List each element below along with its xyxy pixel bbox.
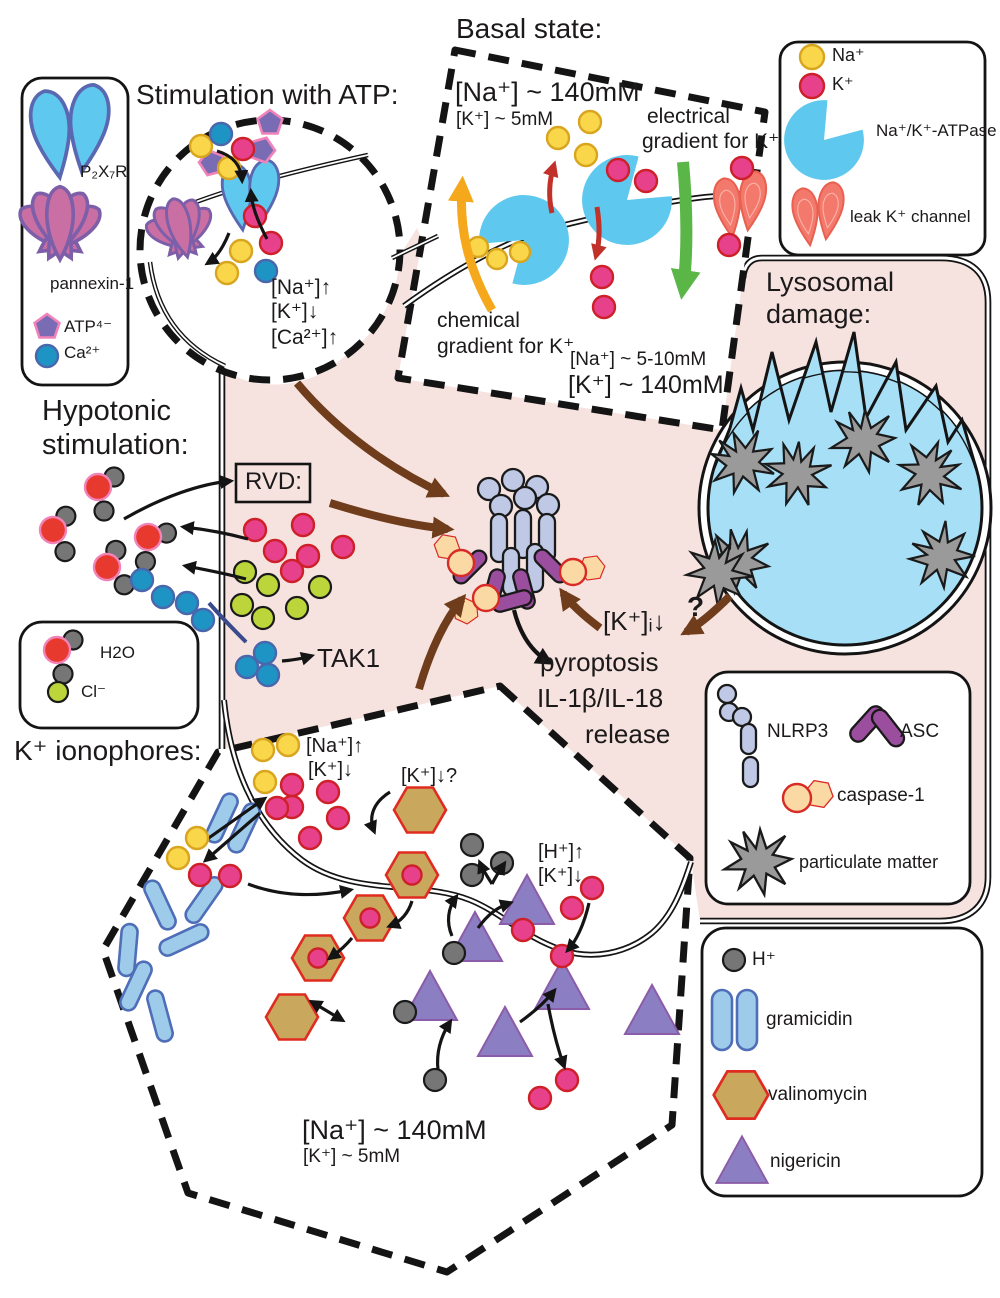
title-lysosomal-1: Lysosomal [766,267,895,297]
release-label: release [585,719,671,749]
atp-ca-up: [Ca²⁺]↑ [271,326,339,349]
arrow-lysosome-to-kdown [680,593,733,636]
title-basal-state: Basal state: [456,13,603,44]
na-icon [798,43,826,71]
ionophore-na-k-ions [165,732,351,889]
pump-k-arrow [591,206,607,261]
activation-arrows [293,380,733,691]
caspase1-icon [781,778,836,814]
legend-inflammasome-box [704,670,972,906]
legend-nlrp3-label: NLRP3 [767,721,829,742]
basal-ions [466,109,755,320]
legend-na-label: Na⁺ [832,45,865,65]
iono-k-out: [K⁺] ~ 5mM [303,1146,401,1167]
iono-na-out: [Na⁺] ~ 140mM [302,1115,487,1145]
basal-electrical-1: electrical [647,105,730,128]
legend-ionophores-box [700,926,984,1198]
nlrp3-oligomer [476,467,561,598]
nigericin-k-ions [510,875,605,1111]
basal-state-panel [394,46,769,434]
atp-na-up: [Na⁺]↑ [271,276,332,299]
legend-nigericin-label: nigericin [770,1151,841,1172]
gramicidin-icon [710,988,759,1052]
basal-chemical-1: chemical [437,309,520,332]
arrow-ionophores-to-inflammasome [415,593,467,691]
arrow-rvd-to-inflammasome [328,499,455,539]
h-icon [721,947,747,973]
legend-ions-box [767,40,987,257]
legend-particulate-label: particulate matter [799,852,939,872]
nigericin-arrows [435,859,591,1071]
iono-k-down2: [K⁺]↓ [538,865,584,887]
caspase1-molecules [431,533,608,628]
legend-asc-label: ASC [900,721,940,742]
water-molecules [34,466,180,604]
legend-p2x7r-label: P₂X₇R [80,162,128,181]
chemical-gradient-arrow [447,175,496,313]
legend-atpase-label: Na⁺/K⁺-ATPase [876,121,997,140]
iono-na-up: [Na⁺]↑ [306,735,364,757]
asc-icon [849,705,906,748]
arrow-atp-to-inflammasome [293,380,450,498]
basal-k-low: [K⁺] ~ 5mM [456,109,554,130]
k-icon [798,72,826,100]
iono-k-down-q: [K⁺]↓? [401,765,458,787]
inflammasome-complex [431,467,608,628]
atp-k-down: [K⁺]↓ [271,300,319,323]
iono-h-up: [H⁺]↑ [538,841,585,863]
legend-gramicidin-label: gramicidin [766,1009,853,1030]
legend-pannexin-label: pannexin-1 [50,274,135,293]
lysosome [671,331,993,656]
k-intracellular-down: [K⁺]ᵢ↓ [603,606,666,636]
basal-electrical-2: gradient for K⁺ [642,130,780,153]
basal-na-in: [Na⁺] ~ 5-10mM [570,349,707,370]
legend-valinomycin-label: valinomycin [768,1084,868,1105]
pump-na-arrow [543,160,559,214]
cl-icon [46,680,70,704]
nlrp3-icon [716,683,760,789]
legend-atp-label: ATP⁴⁻ [64,317,113,336]
hypotonic-arrows [123,475,316,666]
valinomycin-carriers [264,786,448,1041]
title-hypotonic-2: stimulation: [42,429,189,461]
tak1-ca-cluster [234,640,281,688]
legend-h2o-label: H2O [100,643,135,662]
title-hypotonic-1: Hypotonic [42,395,171,427]
legend-cl-label: Cl⁻ [81,682,107,701]
arrow-to-pyroptosis [511,609,554,665]
atp-circle-ions [188,121,284,286]
legend-receptors-box [11,76,130,387]
basal-na-high: [Na⁺] ~ 140mM [455,77,640,107]
title-stimulation-atp: Stimulation with ATP: [136,79,399,110]
question-mark: ? [687,591,705,622]
tak1-label: TAK1 [317,643,381,673]
basal-k-in: [K⁺] ~ 140mM [568,371,724,399]
legend-k-label: K⁺ [832,74,854,94]
valinomycin-arrows [247,790,414,1023]
rvd-box [234,462,312,504]
valinomycin-icon [712,1070,770,1120]
legend-ca-label: Ca²⁺ [64,343,101,362]
arrow-kdown-to-inflammasome [559,587,603,632]
title-lysosomal-2: damage: [766,299,872,329]
legend-h-label: H⁺ [752,949,776,970]
ca-icon [34,343,60,369]
cell-membrane-border [218,254,992,925]
lysosome-rupture [714,332,976,468]
basal-chemical-2: gradient for K⁺ [437,335,575,358]
il-release-label: IL-1β/IL-18 [537,683,664,713]
legend-leak-label: leak K⁺ channel [850,207,971,226]
pyroptosis-label: pyroptosis [540,647,659,677]
cytosol-ion-cluster [229,512,356,631]
legend-h2o-box [18,620,200,730]
iono-k-down: [K⁺]↓ [308,759,354,781]
rvd-label: RVD: [245,468,302,495]
electrical-gradient-arrow [670,161,701,300]
hypotonic-ions [129,567,216,633]
title-k-ionophores: K⁺ ionophores: [14,735,202,766]
legend-caspase1-label: caspase-1 [837,785,925,806]
atp-circle-arrows [204,149,269,266]
gradient-arrows [447,160,701,313]
